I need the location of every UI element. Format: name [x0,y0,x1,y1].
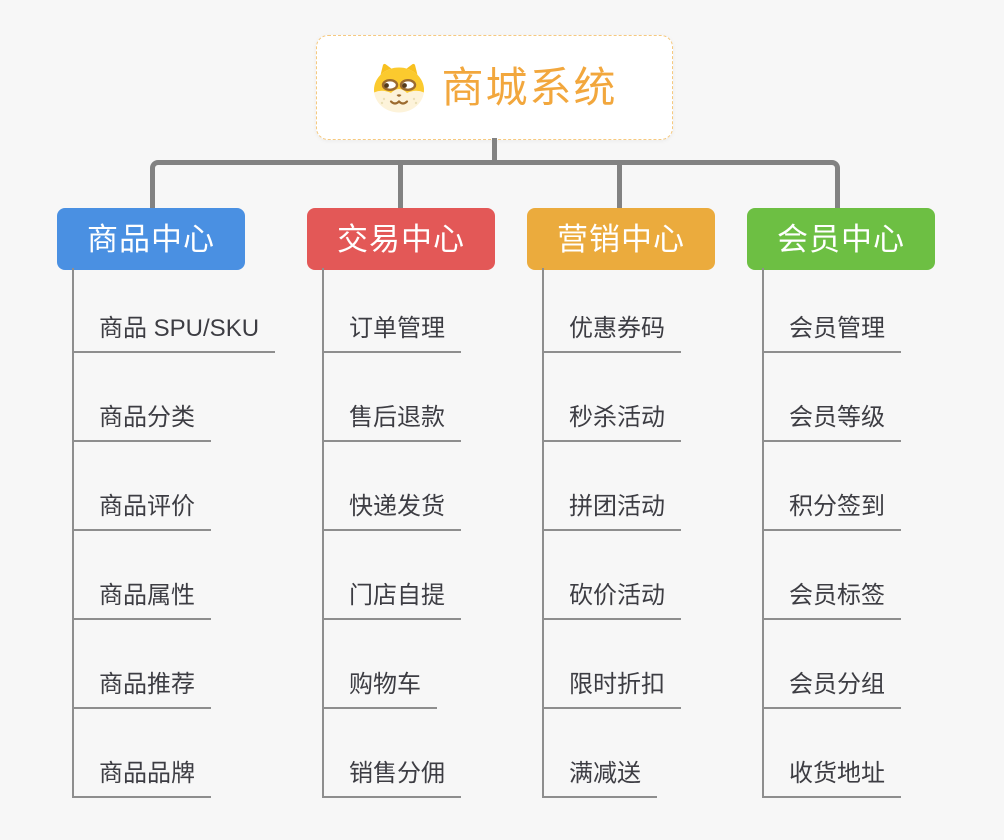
branch-column: 商品中心 商品 SPU/SKU 商品分类商品评价商品属性商品推荐商品品牌 [57,208,327,798]
branch-children: 订单管理售后退款快递发货门店自提购物车销售分佣 [322,270,577,798]
root-label: 商城系统 [441,63,618,111]
branch-trunk-line [762,268,764,798]
leaf-topic-label: 商品评价 [72,493,211,531]
leaf-topic-label: 快递发货 [322,493,461,531]
leaf-topic[interactable]: 砍价活动 [542,531,797,620]
branch-label: 交易中心 [337,221,465,257]
branch-node-product-center[interactable]: 商品中心 [57,208,245,270]
leaf-topic[interactable]: 商品属性 [72,531,327,620]
leaf-topic-label: 优惠券码 [542,315,681,353]
leaf-topic-label: 限时折扣 [542,671,681,709]
branch-node-marketing-center[interactable]: 营销中心 [527,208,715,270]
leaf-topic[interactable]: 会员分组 [762,620,1004,709]
leaf-topic[interactable]: 会员管理 [762,270,1004,353]
leaf-topic[interactable]: 订单管理 [322,270,577,353]
leaf-topic[interactable]: 收货地址 [762,709,1004,798]
connector-rail-left [150,160,494,210]
leaf-topic-label: 会员等级 [762,404,901,442]
leaf-topic[interactable]: 限时折扣 [542,620,797,709]
leaf-topic-label: 会员管理 [762,315,901,353]
leaf-topic[interactable]: 售后退款 [322,353,577,442]
branch-trunk-line [542,268,544,798]
leaf-topic[interactable]: 会员标签 [762,531,1004,620]
branch-column: 营销中心 优惠券码秒杀活动拼团活动砍价活动限时折扣满减送 [527,208,797,798]
leaf-topic[interactable]: 快递发货 [322,442,577,531]
connector-root-stub [492,138,497,164]
leaf-topic[interactable]: 门店自提 [322,531,577,620]
leaf-topic-label: 收货地址 [762,760,901,798]
branch-node-trade-center[interactable]: 交易中心 [307,208,495,270]
leaf-topic-label: 门店自提 [322,582,461,620]
leaf-topic-label: 砍价活动 [542,582,681,620]
leaf-topic-label: 满减送 [542,760,657,798]
connector-drop [398,163,403,210]
leaf-topic[interactable]: 商品推荐 [72,620,327,709]
branch-label: 营销中心 [557,221,685,257]
branch-column: 会员中心 会员管理会员等级积分签到会员标签会员分组收货地址 [747,208,1004,798]
dog-face-icon [371,63,427,113]
leaf-topic-label: 商品属性 [72,582,211,620]
branch-column: 交易中心 订单管理售后退款快递发货门店自提购物车销售分佣 [307,208,577,798]
leaf-topic-label: 商品推荐 [72,671,211,709]
leaf-topic-label: 商品分类 [72,404,211,442]
root-node-mall-system[interactable]: 商城系统 [316,35,673,140]
leaf-topic-label: 商品品牌 [72,760,211,798]
branch-trunk-line [322,268,324,798]
leaf-topic[interactable]: 秒杀活动 [542,353,797,442]
leaf-topic[interactable]: 销售分佣 [322,709,577,798]
leaf-topic-label: 拼团活动 [542,493,681,531]
leaf-topic[interactable]: 商品 SPU/SKU [72,270,327,353]
leaf-topic-label: 销售分佣 [322,760,461,798]
branch-node-member-center[interactable]: 会员中心 [747,208,935,270]
connector-drop [617,163,622,210]
leaf-topic[interactable]: 积分签到 [762,442,1004,531]
leaf-topic[interactable]: 优惠券码 [542,270,797,353]
leaf-topic-label: 订单管理 [322,315,461,353]
branch-label: 商品中心 [87,221,215,257]
leaf-topic-label: 会员标签 [762,582,901,620]
leaf-topic-label: 积分签到 [762,493,901,531]
branch-label: 会员中心 [777,221,905,257]
leaf-topic[interactable]: 购物车 [322,620,577,709]
leaf-topic-label: 售后退款 [322,404,461,442]
leaf-topic[interactable]: 满减送 [542,709,797,798]
leaf-topic[interactable]: 拼团活动 [542,442,797,531]
leaf-topic[interactable]: 会员等级 [762,353,1004,442]
leaf-topic-label: 购物车 [322,671,437,709]
leaf-topic-label: 会员分组 [762,671,901,709]
leaf-topic-label: 商品 SPU/SKU [72,315,276,353]
branch-children: 优惠券码秒杀活动拼团活动砍价活动限时折扣满减送 [542,270,797,798]
connector-rail-right [494,160,840,210]
branch-children: 商品 SPU/SKU 商品分类商品评价商品属性商品推荐商品品牌 [72,270,327,798]
branch-trunk-line [72,268,74,798]
leaf-topic-label: 秒杀活动 [542,404,681,442]
leaf-topic[interactable]: 商品分类 [72,353,327,442]
leaf-topic[interactable]: 商品品牌 [72,709,327,798]
leaf-topic[interactable]: 商品评价 [72,442,327,531]
branch-children: 会员管理会员等级积分签到会员标签会员分组收货地址 [762,270,1004,798]
